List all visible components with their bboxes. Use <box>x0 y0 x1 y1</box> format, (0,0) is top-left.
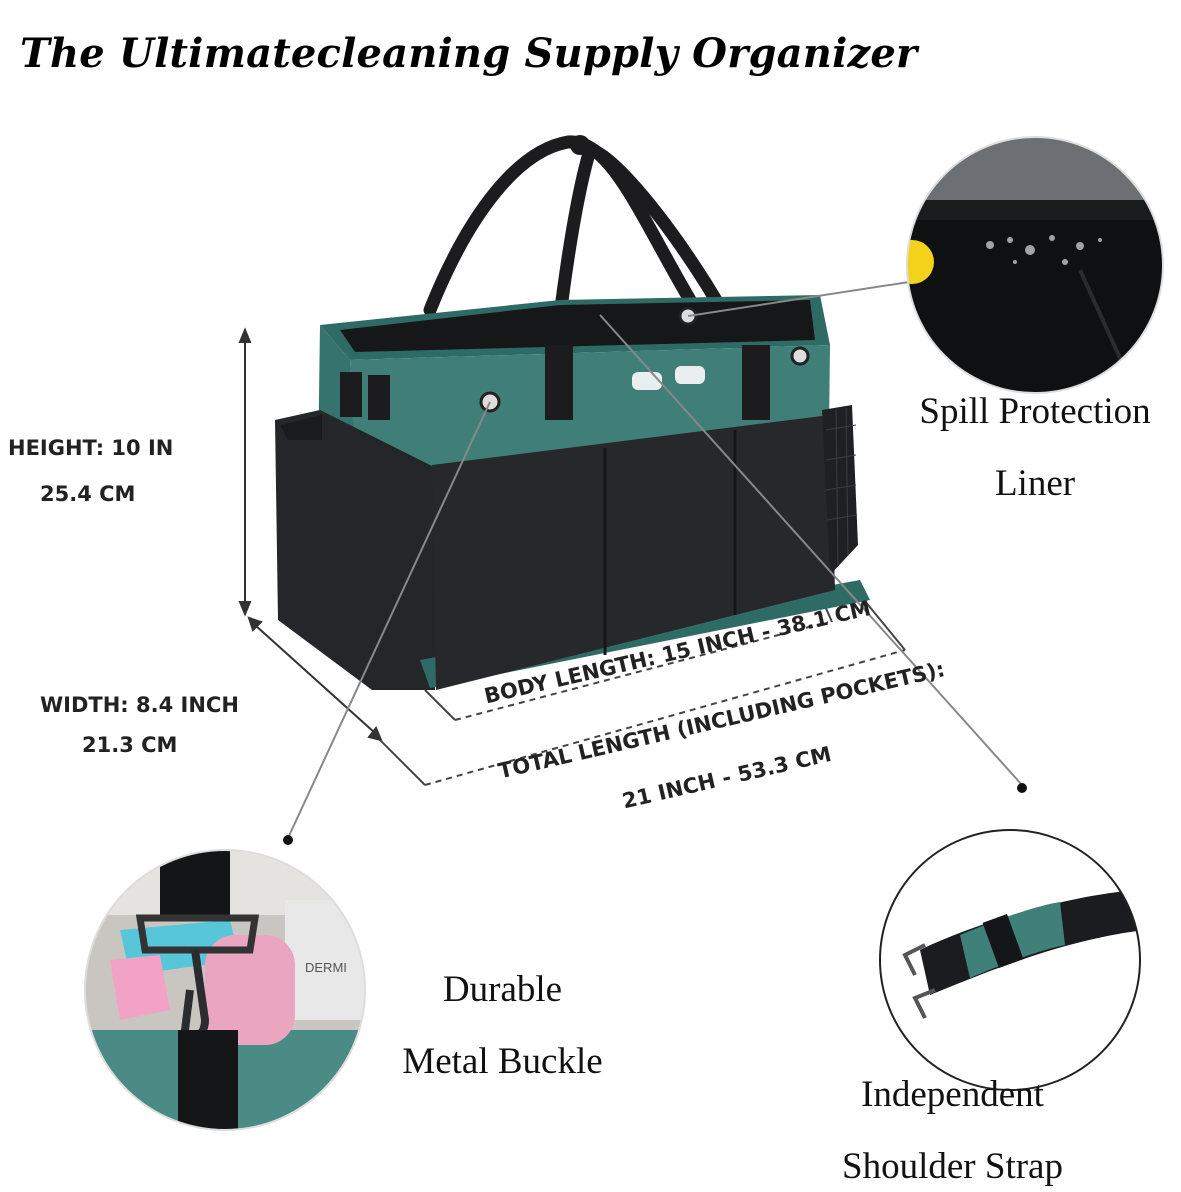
width-label: WIDTH: 8.4 INCH <box>40 693 239 717</box>
strap-closeup <box>880 830 1140 1090</box>
liner-closeup <box>907 137 1163 393</box>
buckle-feature-subtitle: Metal Buckle <box>402 1041 603 1082</box>
strap-feature-subtitle: Shoulder Strap <box>842 1146 1063 1187</box>
width-metric-label: 21.3 CM <box>82 733 178 757</box>
buckle-closeup <box>85 850 365 1130</box>
spill-feature-subtitle: Liner <box>994 463 1076 504</box>
spill-feature-title: Spill Protection <box>919 391 1151 432</box>
height-label: HEIGHT: 10 IN <box>8 436 174 460</box>
height-arrow <box>238 327 252 617</box>
page-title: The Ultimatecleaning Supply Organizer <box>20 30 918 77</box>
strap-feature-title: Independent <box>861 1074 1044 1115</box>
inset-product-label: DERMI <box>305 960 347 975</box>
leader-lines <box>283 277 1027 845</box>
organizer-bag <box>275 135 870 690</box>
width-arrow <box>247 616 383 742</box>
total-length-arrow <box>379 594 906 786</box>
height-metric-label: 25.4 CM <box>40 482 136 506</box>
buckle-feature-title: Durable <box>442 969 563 1010</box>
